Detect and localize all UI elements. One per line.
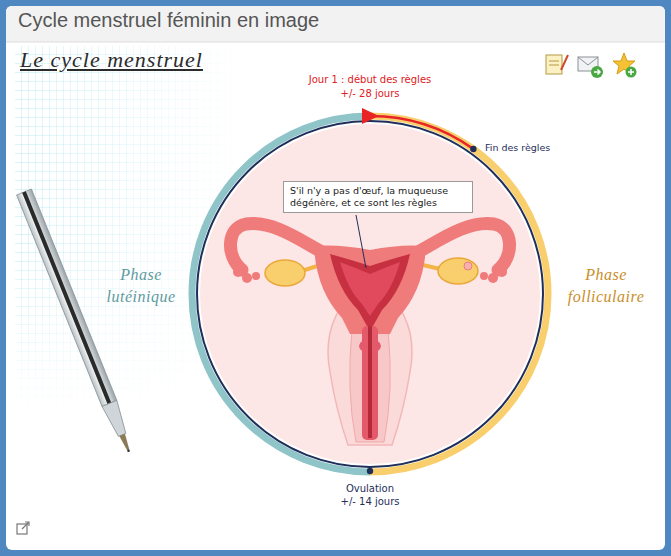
cycle-ring	[470, 146, 476, 152]
toolbar-icons	[613, 53, 635, 74]
panel	[6, 6, 665, 42]
toolbar-icons	[561, 55, 568, 70]
cycle-ring	[197, 121, 543, 467]
uterus-illustration	[242, 273, 252, 283]
uterus-illustration	[233, 267, 243, 277]
uterus-illustration	[340, 262, 400, 316]
pen	[102, 400, 130, 438]
cycle-ring	[192, 108, 548, 474]
period-end-label: Fin des règles	[485, 142, 550, 153]
callout-box: S'il n'y a pas d'œuf, la muqueuse dégénè…	[283, 181, 473, 213]
toolbar-icons	[546, 53, 637, 78]
cycle-start-label: Jour 1 : début des règles	[270, 74, 470, 85]
toolbar-icons	[628, 69, 634, 75]
external-link-icon	[22, 522, 29, 529]
cycle-ring	[367, 468, 373, 474]
pen	[127, 449, 130, 452]
ovulation-label: Ovulation	[300, 483, 440, 494]
pen	[22, 191, 111, 404]
uterus-illustration	[330, 254, 410, 326]
toolbar-icons	[578, 57, 598, 65]
toolbar-icons	[626, 67, 637, 78]
page-title: Cycle menstruel féminin en image	[18, 9, 319, 32]
callout-text: S'il n'y a pas d'œuf, la muqueuse dégénè…	[290, 185, 466, 209]
uterus-illustration	[497, 267, 507, 277]
pen	[17, 189, 117, 406]
uterus-illustration	[480, 272, 488, 280]
panel	[6, 6, 665, 550]
uterus-illustration	[464, 262, 472, 270]
pen	[119, 434, 131, 451]
toolbar-icons	[549, 65, 559, 66]
toolbar-icons	[594, 70, 600, 75]
pen	[17, 189, 137, 455]
ovulation-day-label: +/- 14 jours	[300, 496, 440, 507]
diagram-title: Le cycle menstruel	[20, 47, 203, 73]
panel	[6, 6, 665, 550]
uterus-illustration	[488, 273, 498, 283]
uterus-illustration	[314, 246, 426, 335]
uterus-illustration	[356, 215, 366, 268]
toolbar-icons	[546, 55, 562, 74]
uterus-illustration	[265, 260, 305, 286]
uterus-illustration	[252, 272, 260, 280]
phase-label: Phase folliculaire	[555, 264, 657, 308]
uterus-illustration	[368, 326, 372, 438]
panel	[6, 42, 665, 43]
uterus-illustration	[230, 215, 509, 445]
cycle-ring	[200, 124, 540, 464]
cycle-length-label: +/- 28 jours	[270, 88, 470, 99]
toolbar-icons	[549, 61, 559, 62]
uterus-illustration	[438, 258, 478, 284]
toolbar-icons	[591, 66, 603, 78]
phase-label: Phase lutéinique	[96, 264, 186, 308]
cycle-ring	[362, 108, 379, 124]
external-link-icon	[17, 522, 29, 534]
